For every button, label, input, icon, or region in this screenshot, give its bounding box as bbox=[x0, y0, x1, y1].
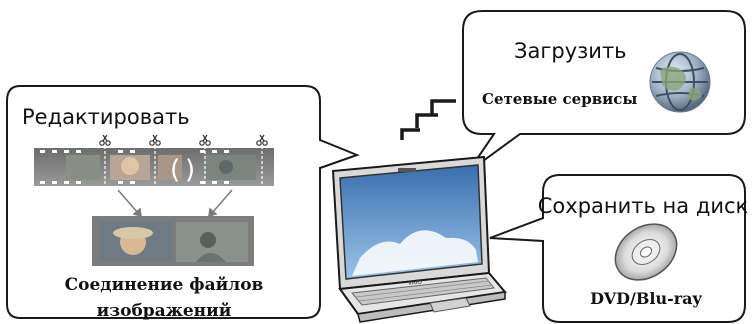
laptop-brand: VAIO bbox=[407, 279, 422, 287]
save-subtitle: DVD/Blu-ray bbox=[590, 289, 702, 308]
svg-text:): ) bbox=[185, 155, 195, 185]
upload-subtitle: Сетевые сервисы bbox=[482, 90, 637, 108]
save-bubble: Сохранить на диск DVD/Blu-ray bbox=[489, 174, 748, 323]
wireless-signal-icon bbox=[400, 99, 456, 140]
scissors-icon bbox=[149, 134, 161, 146]
save-title: Сохранить на диск bbox=[538, 194, 748, 218]
scissors-icon bbox=[99, 134, 111, 146]
touchpad bbox=[429, 297, 471, 313]
upload-title: Загрузить bbox=[514, 39, 627, 63]
webcam bbox=[398, 168, 416, 172]
film-frame bbox=[158, 155, 182, 180]
upload-bubble: Загрузить Сетевые сервисы bbox=[462, 10, 746, 173]
scissors-icon bbox=[256, 134, 268, 146]
merged-clips bbox=[92, 216, 254, 266]
svg-text:(: ( bbox=[170, 155, 180, 185]
laptop: VAIO bbox=[331, 155, 507, 323]
edit-bubble: Редактировать bbox=[6, 85, 360, 321]
merge-arrows bbox=[117, 189, 233, 218]
disc-icon bbox=[614, 223, 678, 281]
globe-icon bbox=[649, 51, 711, 113]
film-strip: ( ) bbox=[34, 134, 274, 188]
scissors-icon bbox=[199, 134, 211, 146]
edit-caption-line2: изображений bbox=[97, 301, 232, 321]
film-frame bbox=[66, 155, 100, 180]
edit-title: Редактировать bbox=[22, 105, 190, 129]
edit-caption-line1: Соединение файлов bbox=[65, 275, 264, 295]
